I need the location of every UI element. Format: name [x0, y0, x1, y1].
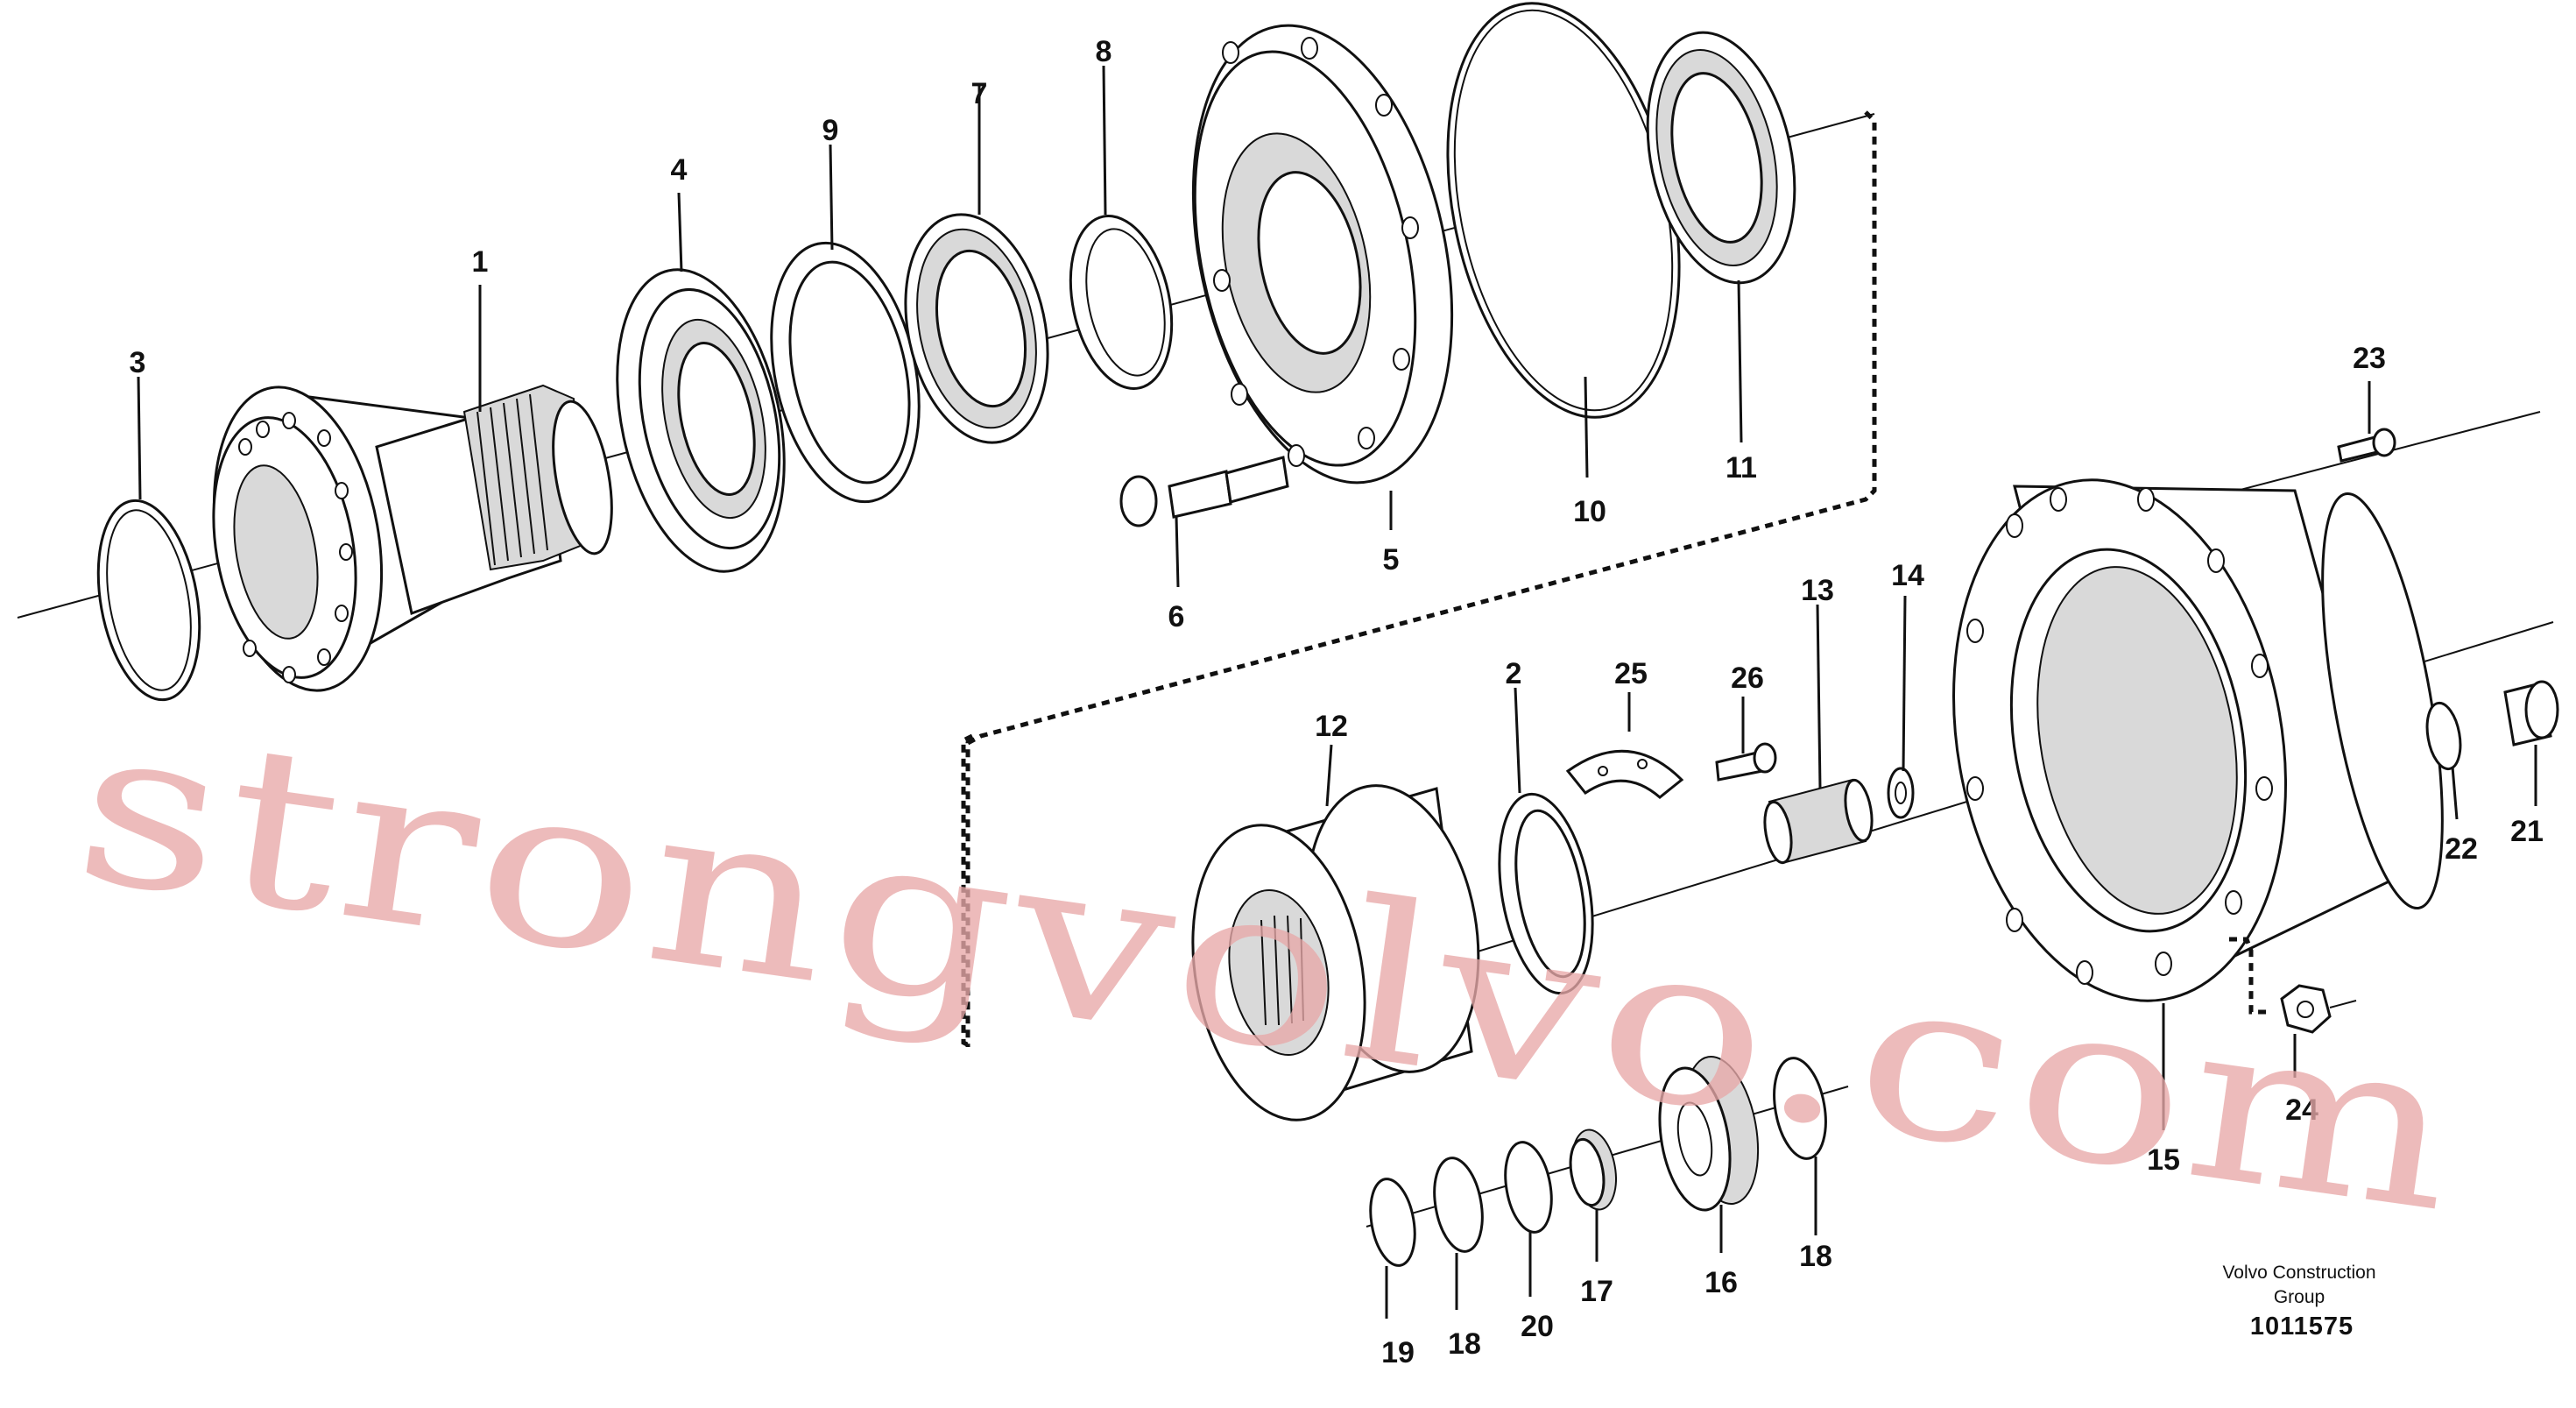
part-14-washer	[1887, 767, 1915, 819]
part-19-circlip	[1369, 1178, 1416, 1267]
label-26: 26	[1731, 662, 1764, 695]
lower-dashed-link	[2229, 937, 2269, 1015]
label-11: 11	[1726, 451, 1757, 485]
label-10: 10	[1573, 495, 1606, 528]
part-5-hub-flange	[1191, 24, 1454, 485]
upper-dashed-bracket	[965, 110, 1877, 1047]
part-6-bolt	[1119, 456, 1289, 527]
part-3-o-ring	[96, 499, 201, 702]
part-7-bearing	[904, 213, 1049, 444]
label-21: 21	[2510, 815, 2544, 848]
part-23-bolt	[2337, 428, 2396, 463]
label-3: 3	[130, 346, 146, 379]
part-25-lock-plate	[1565, 749, 1684, 799]
part-18a-circlip	[1433, 1157, 1484, 1253]
label-16: 16	[1704, 1266, 1738, 1299]
credit-block: Volvo Construction Group 1011575	[2222, 1263, 2375, 1341]
part-16-planet-gear	[1658, 1056, 1760, 1212]
credit-line-2: Group	[2274, 1287, 2325, 1307]
part-24-nut	[2280, 984, 2357, 1034]
part-20-washer	[1504, 1141, 1553, 1234]
part-12-planet-carrier	[1191, 784, 1480, 1121]
part-22-o-ring	[2425, 701, 2462, 771]
part-17-needle-bearing	[1569, 1129, 1617, 1211]
label-9: 9	[822, 114, 839, 147]
label-23: 23	[2353, 342, 2386, 375]
drawing-number: 1011575	[2250, 1312, 2354, 1341]
part-9-ring	[770, 241, 921, 504]
part-15-housing	[1952, 478, 2444, 1002]
part-13-sun-shaft	[1763, 778, 1874, 865]
label-17: 17	[1580, 1275, 1613, 1308]
label-19: 19	[1381, 1336, 1415, 1369]
part-26-screw	[1715, 742, 1777, 782]
part-2-lock-nut	[1498, 792, 1594, 995]
part-4-seal	[616, 268, 786, 573]
label-18-right: 18	[1799, 1240, 1832, 1273]
label-12: 12	[1315, 710, 1348, 743]
left-dashed-bracket	[961, 733, 974, 1050]
part-18b-circlip	[1773, 1057, 1827, 1160]
label-20: 20	[1521, 1310, 1554, 1343]
label-14: 14	[1891, 559, 1924, 592]
label-13: 13	[1801, 574, 1834, 607]
label-8: 8	[1096, 35, 1112, 68]
leader-lines	[137, 65, 2537, 1319]
label-15: 15	[2147, 1143, 2180, 1177]
part-11-bearing	[1646, 31, 1796, 285]
label-2: 2	[1506, 657, 1522, 690]
label-5: 5	[1383, 543, 1400, 577]
label-18-left: 18	[1448, 1327, 1481, 1361]
credit-line-1: Volvo Construction	[2222, 1263, 2375, 1283]
label-6: 6	[1168, 600, 1185, 633]
label-24: 24	[2285, 1093, 2318, 1127]
part-8-bearing-cup	[1069, 215, 1174, 390]
label-22: 22	[2445, 832, 2478, 866]
label-4: 4	[671, 153, 688, 187]
label-1: 1	[472, 245, 489, 279]
label-7: 7	[971, 77, 988, 110]
label-25: 25	[1614, 657, 1648, 690]
part-1-hub-shaft	[212, 384, 613, 692]
part-21-plug	[2503, 680, 2559, 746]
callout-labels: 1 2 3 4 5 6 7 8 9 10 11 12 13 14 15 16 1…	[130, 35, 2544, 1369]
